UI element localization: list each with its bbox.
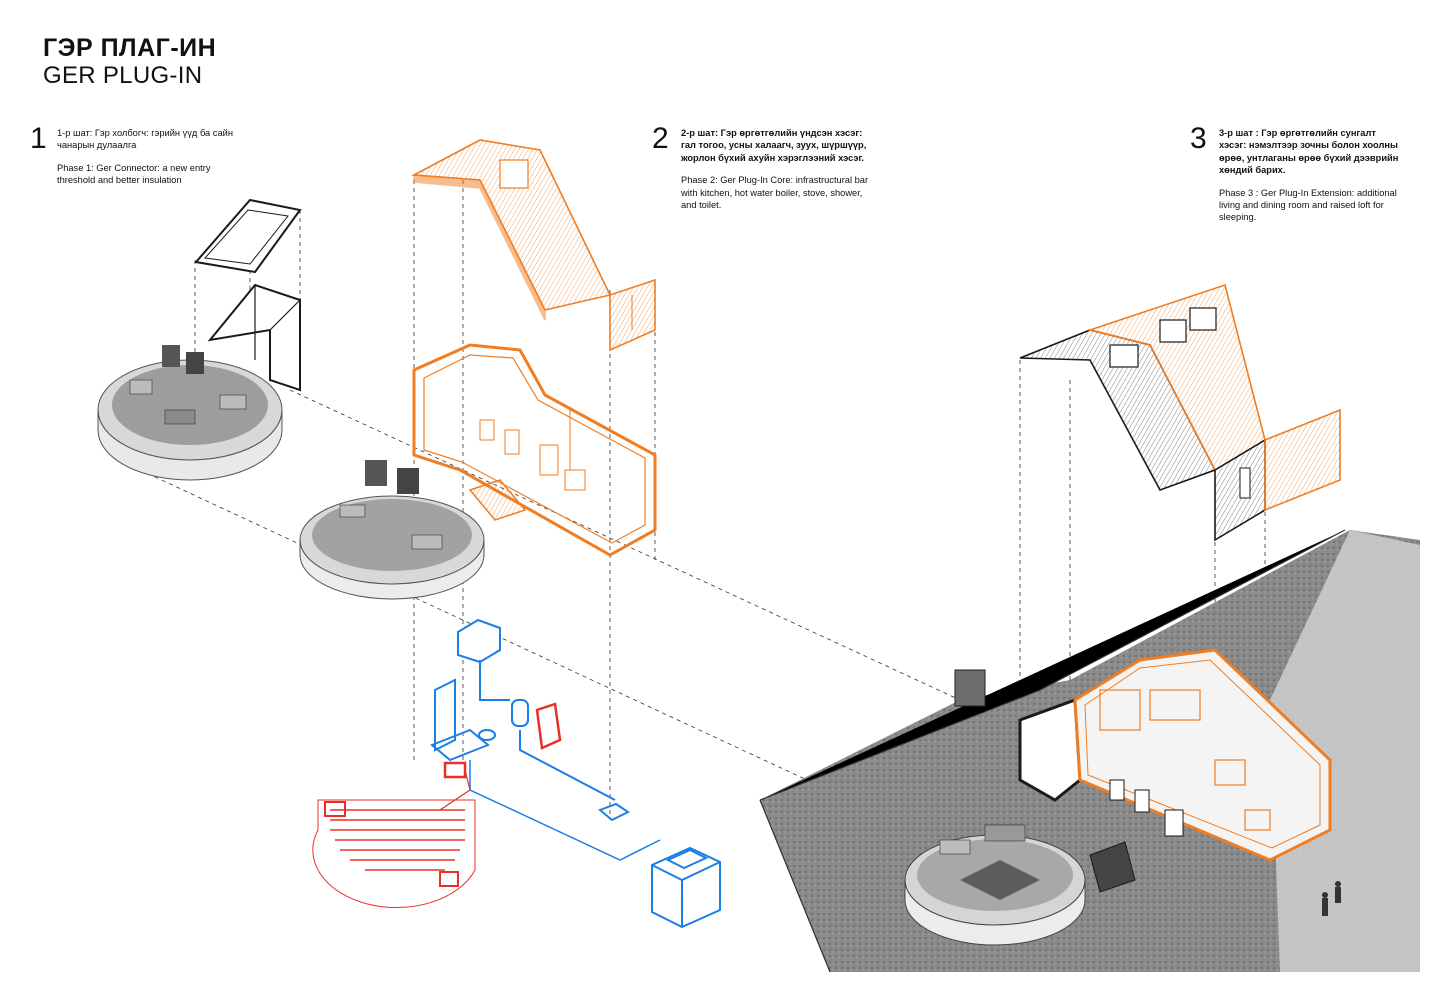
phase-3-text-en: Phase 3 : Ger Plug-In Extension: additio… [1219, 187, 1397, 223]
phase-2-text-mn: 2-р шат: Гэр өргөтгөлийн үндсэн хэсэг: г… [681, 128, 867, 163]
phase-3-roof [1019, 283, 1341, 542]
phase-2-core [412, 343, 657, 557]
page-title-en: GER PLUG-IN [43, 62, 203, 89]
phase-2-ger [299, 460, 485, 600]
phase-2-description: 2-р шат: Гэр өргөтгөлийн үндсэн хэсэг: г… [681, 127, 871, 211]
phase-2-text-en: Phase 2: Ger Plug-In Core: infrastructur… [681, 175, 869, 211]
phase-1-text-en: Phase 1: Ger Connector: a new entry thre… [57, 162, 211, 186]
phase-2-roof [411, 139, 656, 352]
phase-1-description: 1-р шат: Гэр холбогч: гэрийн үүд ба сайн… [57, 127, 247, 187]
phase-3-ger [904, 824, 1086, 946]
page-title-mn: ГЭР ПЛАГ-ИН [43, 34, 217, 62]
phase-3-plan [1018, 648, 1332, 893]
phase-2-number: 2 [652, 122, 669, 155]
phase-1-ger [97, 345, 283, 481]
heating-system [312, 702, 562, 909]
people [1322, 881, 1341, 916]
phase-3-description: 3-р шат : Гэр өргөтгөлийн сунгалт хэсэг:… [1219, 127, 1399, 224]
phase-1-text-mn: 1-р шат: Гэр холбогч: гэрийн үүд ба сайн… [57, 128, 233, 151]
phase-1-number: 1 [30, 122, 47, 155]
phase-3-text-mn: 3-р шат : Гэр өргөтгөлийн сунгалт хэсэг:… [1219, 128, 1399, 176]
phase-1-connector [194, 198, 302, 392]
phase-3-number: 3 [1190, 122, 1207, 155]
plumbing-system [430, 618, 721, 929]
